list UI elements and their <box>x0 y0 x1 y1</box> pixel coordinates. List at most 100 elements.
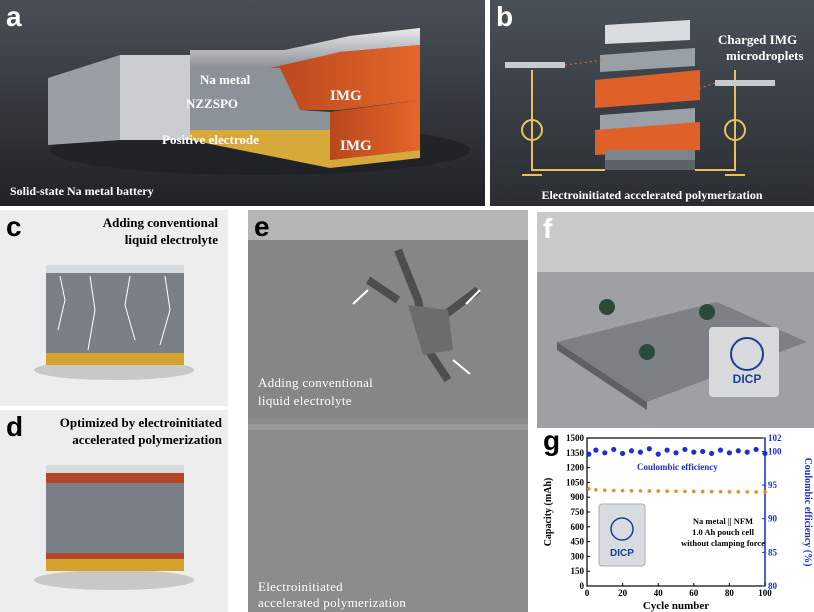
efficiency-point <box>682 446 688 453</box>
x-tick-label: 0 <box>585 588 590 598</box>
capacity-point <box>647 489 652 493</box>
capacity-point <box>683 489 687 494</box>
panel-c-title-line2: liquid electrolyte <box>124 232 218 247</box>
panel-e: e Adding conventional liquid electrolyte… <box>248 210 528 612</box>
capacity-point <box>629 488 634 493</box>
efficiency-point <box>709 450 715 457</box>
sem-images <box>248 210 528 612</box>
y-tick-label: 600 <box>571 522 585 532</box>
panel-f-label: f <box>543 213 553 244</box>
y2-axis-label: Coulombic efficiency (%) <box>802 458 813 567</box>
capacity-point <box>709 489 714 494</box>
panel-e-bottom-caption-line2: accelerated polymerization <box>258 595 407 610</box>
efficiency-point <box>691 449 697 455</box>
y-tick-label: 300 <box>571 551 585 561</box>
capacity-point <box>603 488 607 493</box>
capacity-point <box>763 490 767 494</box>
x-tick-label: 60 <box>689 588 699 598</box>
x-axis-label: Cycle number <box>643 600 709 612</box>
y-tick-label: 900 <box>571 492 585 502</box>
polymerization-schematic-illustration <box>490 0 814 206</box>
capacity-point <box>692 489 696 494</box>
capacity-point <box>745 490 749 494</box>
panel-f: f DICP <box>537 212 814 428</box>
panel-a: a Na metal NZZSPO Positive electrode IMG… <box>0 0 485 206</box>
capacity-point <box>656 489 660 493</box>
efficiency-point <box>744 449 750 455</box>
capacity-point <box>700 489 705 494</box>
efficiency-point <box>602 450 608 456</box>
y-tick-label: 1200 <box>566 463 585 473</box>
y2-tick-label: 102 <box>768 433 782 443</box>
efficiency-point <box>726 450 732 456</box>
panel-e-bottom-caption-line1: Electroinitiated <box>258 579 343 594</box>
battery-schematic-illustration <box>0 0 485 206</box>
dicp-badge-text: DICP <box>732 372 762 386</box>
nzzspo-label: NZZSPO <box>186 96 239 111</box>
panel-c-title-line1: Adding conventional <box>102 215 218 230</box>
efficiency-point <box>586 451 592 457</box>
efficiency-point <box>664 447 670 453</box>
y2-tick-label: 85 <box>768 547 778 557</box>
panel-b-label: b <box>496 1 514 32</box>
efficiency-point <box>673 450 679 456</box>
panel-d-label: d <box>6 411 24 442</box>
panel-g-label: g <box>543 428 561 456</box>
y2-tick-label: 95 <box>768 480 778 490</box>
capacity-point <box>611 488 616 493</box>
x-tick-label: 80 <box>725 588 735 598</box>
panel-d-title-line2: accelerated polymerization <box>72 432 222 447</box>
efficiency-point <box>628 448 635 454</box>
efficiency-point <box>637 449 643 455</box>
capacity-point <box>620 488 625 493</box>
y-tick-label: 1350 <box>566 448 585 458</box>
pouch-cell-inset <box>598 503 646 567</box>
y2-tick-label: 90 <box>768 514 778 524</box>
efficiency-point <box>646 446 652 452</box>
capacity-point <box>594 488 598 492</box>
efficiency-point <box>700 448 706 455</box>
capacity-point <box>718 489 723 494</box>
panel-a-label: a <box>6 1 22 32</box>
panel-e-label: e <box>254 211 270 242</box>
img-bottom-label: IMG <box>340 138 372 154</box>
dicp-logo-icon <box>610 517 634 541</box>
panel-d-title-line1: Optimized by electroinitiated <box>59 415 222 430</box>
polymerized-electrolyte-illustration <box>0 410 228 612</box>
chart-annotation-line: Na metal || NFM <box>693 516 753 526</box>
capacity-point <box>638 489 643 493</box>
cracked-electrolyte-illustration <box>0 210 228 406</box>
capacity-point <box>665 489 669 493</box>
efficiency-point <box>655 451 661 457</box>
chart-annotation-line: 1.0 Ah pouch cell <box>692 527 755 537</box>
y-tick-label: 150 <box>571 566 585 576</box>
panel-a-caption: Solid-state Na metal battery <box>10 184 154 198</box>
y-tick-label: 450 <box>571 537 585 547</box>
y-tick-label: 1050 <box>566 477 585 487</box>
capacity-point <box>736 489 741 494</box>
capacity-point <box>674 489 678 494</box>
efficiency-point <box>620 450 626 457</box>
efficiency-point <box>593 447 599 453</box>
charged-img-label-line2: microdroplets <box>726 48 804 63</box>
panel-e-top-caption-line2: liquid electrolyte <box>258 393 352 408</box>
y2-tick-label: 100 <box>768 446 782 456</box>
panel-c: c Adding conventional liquid electrolyte <box>0 210 228 406</box>
panel-e-top-caption-line1: Adding conventional <box>258 375 374 390</box>
capacity-point <box>586 487 591 491</box>
positive-electrode-label: Positive electrode <box>162 132 259 147</box>
legend-text: Coulombic efficiency <box>637 462 718 472</box>
panel-c-label: c <box>6 211 22 242</box>
y2-tick-label: 80 <box>768 581 778 591</box>
efficiency-point <box>753 446 759 453</box>
img-top-label: IMG <box>330 88 362 104</box>
dicp-logo-icon <box>730 337 764 371</box>
na-metal-label: Na metal <box>200 72 251 87</box>
clamped-cell-photo-illustration <box>537 212 814 428</box>
efficiency-point <box>735 448 741 454</box>
chart-annotation-line: without clamping force <box>681 538 765 548</box>
y-tick-label: 0 <box>580 581 585 591</box>
efficiency-point <box>762 450 768 457</box>
